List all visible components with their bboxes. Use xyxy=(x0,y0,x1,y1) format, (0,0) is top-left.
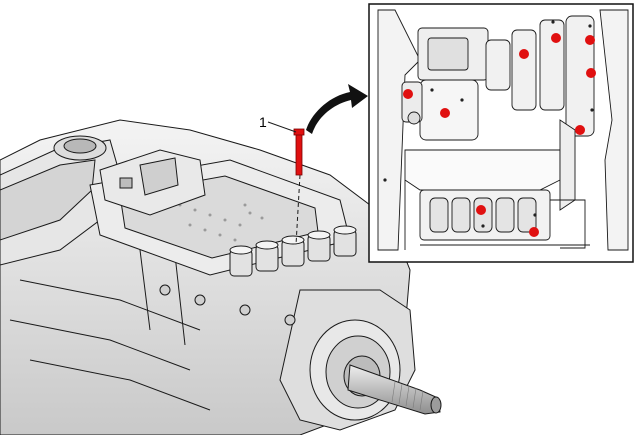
bolt-location-marker xyxy=(585,35,595,45)
bolt-location-marker xyxy=(519,49,529,59)
bolt-location-marker xyxy=(403,89,413,99)
bolt-location-marker xyxy=(440,108,450,118)
bolt-location-marker xyxy=(529,227,539,237)
bolt-markers xyxy=(403,33,596,237)
callout-number: 1 xyxy=(259,114,267,130)
solenoid-row xyxy=(229,225,357,277)
transmission-illustration xyxy=(0,119,442,435)
curved-arrow-icon xyxy=(306,84,368,134)
bolt-location-marker xyxy=(575,125,585,135)
bolt-leader-dashed xyxy=(295,174,301,246)
bolt-location-marker xyxy=(551,33,561,43)
bolt-location-marker xyxy=(476,205,486,215)
callout-leader xyxy=(267,121,297,133)
bolt-location-marker xyxy=(586,68,596,78)
bolt-icon xyxy=(293,128,305,176)
